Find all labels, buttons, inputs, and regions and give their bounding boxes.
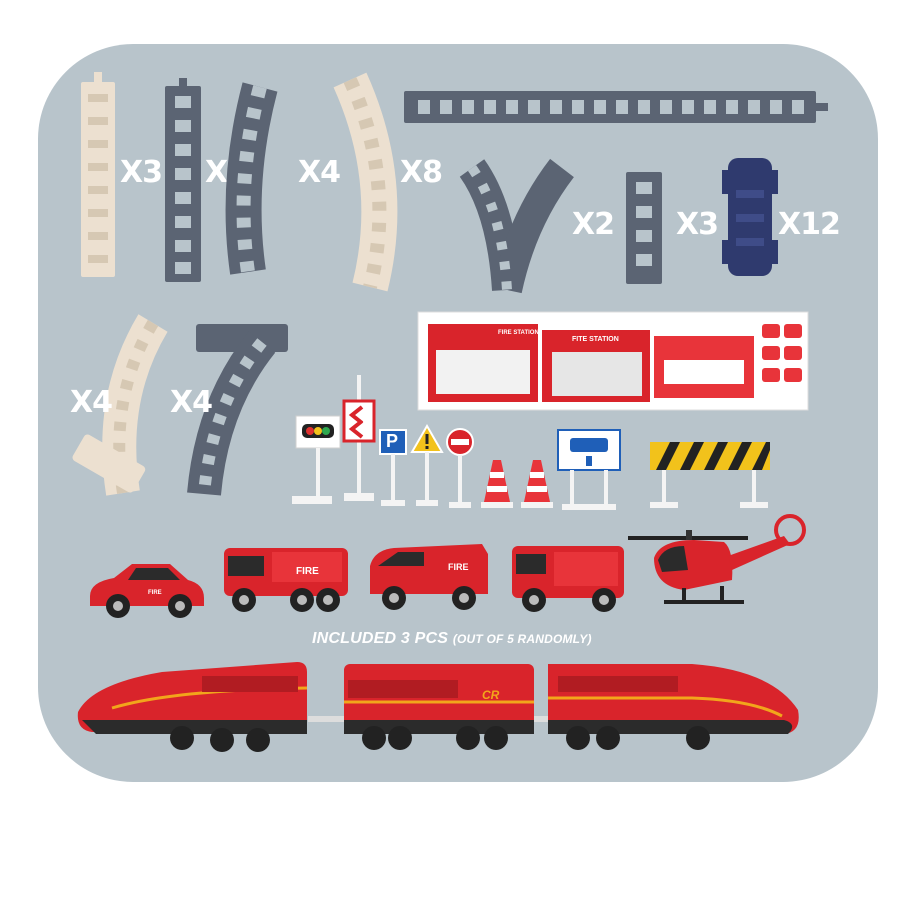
qty-curve-grey: X4 <box>298 155 341 190</box>
qty-short-grey: X3 <box>676 207 719 242</box>
curve-cream-track <box>328 72 403 294</box>
caption-note: (OUT OF 5 RANDOMLY) <box>452 632 592 646</box>
curve-grey-track <box>225 82 300 277</box>
qty-switch-track: X2 <box>572 207 615 242</box>
qty-bend-cream: X4 <box>70 385 113 420</box>
bend-cream-track <box>68 314 168 508</box>
fire-truck-1: FIRE <box>220 538 352 616</box>
straight-grey-track <box>163 78 203 290</box>
warning-sign <box>410 423 444 508</box>
long-grey-track <box>400 88 830 128</box>
fire-helicopter <box>624 500 806 612</box>
road-barrier <box>648 440 772 510</box>
chevron-sign <box>340 375 378 505</box>
short-grey-track <box>624 166 664 290</box>
switch-track <box>459 158 574 298</box>
sticker-sheet: FIRE STATION FITE STATION <box>417 311 809 411</box>
bend-grey-track <box>182 314 297 499</box>
track-connector <box>722 150 778 284</box>
qty-straight-cream: X3 <box>120 155 163 190</box>
traffic-light-sign <box>290 410 350 510</box>
qty-curve-cream: X8 <box>400 155 443 190</box>
car-fire-label: FIRE <box>148 590 162 596</box>
traffic-cone-2 <box>520 458 554 510</box>
bus-stop-sign <box>556 428 622 510</box>
sticker-label-left: FIRE STATION <box>498 330 539 336</box>
straight-cream-track <box>78 72 118 284</box>
no-entry-sign <box>444 428 476 508</box>
train-badge: CR <box>482 688 500 702</box>
parking-sign: P <box>378 428 408 508</box>
parking-letter: P <box>386 431 399 451</box>
fire-van: FIRE <box>364 536 494 616</box>
caption-main: INCLUDED 3 PCS <box>312 630 449 647</box>
sticker-label-middle: FITE STATION <box>572 336 619 343</box>
traffic-cone-1 <box>480 458 514 510</box>
fire-car: FIRE <box>84 556 208 622</box>
qty-bend-grey: X4 <box>170 385 213 420</box>
fire-truck-2 <box>508 538 628 616</box>
van-fire-label: FIRE <box>448 562 469 572</box>
included-pieces-caption: INCLUDED 3 PCS (OUT OF 5 RANDOMLY) <box>312 630 592 648</box>
qty-connector: X12 <box>778 207 841 242</box>
truck-1-fire-label: FIRE <box>296 566 319 577</box>
bullet-train: CR <box>72 650 812 760</box>
